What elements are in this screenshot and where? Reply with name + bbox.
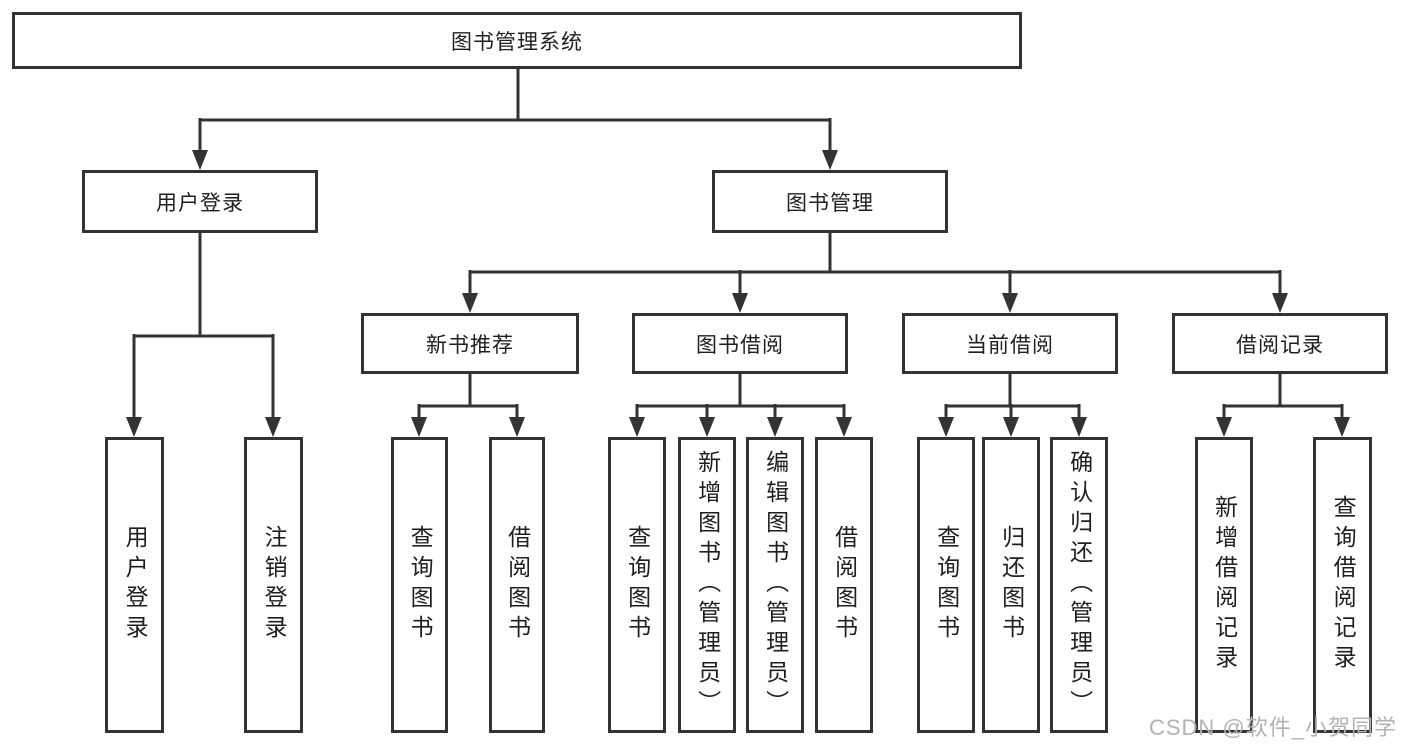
node-book-management: 图书管理 — [712, 170, 948, 233]
leaf-edit-books-admin-label: 编辑图书（管理员） — [762, 450, 789, 720]
node-library-system: 图书管理系统 — [12, 12, 1022, 69]
node-user-login-label: 用户登录 — [156, 191, 244, 215]
edges-root — [192, 69, 838, 170]
csdn-watermark: CSDN @软件_小贺同学 — [1148, 715, 1397, 740]
node-current-borrow: 当前借阅 — [902, 313, 1118, 374]
node-library-system-label: 图书管理系统 — [451, 30, 583, 54]
leaf-add-borrow-record-label: 新增借阅记录 — [1211, 495, 1238, 675]
node-borrow-records: 借阅记录 — [1172, 313, 1388, 374]
leaf-add-books-admin: 新增图书（管理员） — [678, 437, 736, 733]
node-current-borrow-label: 当前借阅 — [966, 333, 1054, 357]
node-new-book-recommend-label: 新书推荐 — [426, 333, 514, 357]
leaf-user-login: 用户登录 — [105, 437, 164, 733]
leaf-recommend-borrow-books-label: 借阅图书 — [504, 525, 531, 645]
edges-book-management — [462, 233, 1288, 313]
leaf-edit-books-admin: 编辑图书（管理员） — [746, 437, 804, 733]
leaf-recommend-query-books: 查询图书 — [391, 437, 448, 733]
leaf-confirm-return-admin: 确认归还（管理员） — [1050, 437, 1108, 733]
leaf-user-login-label: 用户登录 — [122, 525, 149, 645]
edges-new-book-recommend — [411, 374, 525, 437]
leaf-return-books-label: 归还图书 — [998, 525, 1025, 645]
edges-user-login — [126, 233, 281, 437]
leaf-confirm-return-admin-label: 确认归还（管理员） — [1066, 450, 1093, 720]
leaf-recommend-query-books-label: 查询图书 — [407, 525, 434, 645]
node-book-management-label: 图书管理 — [786, 191, 874, 215]
leaf-query-borrow-record: 查询借阅记录 — [1313, 437, 1372, 733]
leaf-logout-label: 注销登录 — [261, 525, 288, 645]
leaf-current-query-books-label: 查询图书 — [933, 525, 960, 645]
edges-book-borrow — [629, 374, 852, 437]
leaf-borrow-books: 借阅图书 — [815, 437, 873, 733]
edges-borrow-records — [1216, 374, 1350, 437]
leaf-logout: 注销登录 — [244, 437, 303, 733]
leaf-add-books-admin-label: 新增图书（管理员） — [694, 450, 721, 720]
leaf-return-books: 归还图书 — [982, 437, 1040, 733]
leaf-borrow-query-books: 查询图书 — [608, 437, 666, 733]
leaf-query-borrow-record-label: 查询借阅记录 — [1330, 495, 1357, 675]
node-book-borrow-label: 图书借阅 — [696, 333, 784, 357]
node-borrow-records-label: 借阅记录 — [1236, 333, 1324, 357]
leaf-recommend-borrow-books: 借阅图书 — [489, 437, 545, 733]
node-book-borrow: 图书借阅 — [632, 313, 848, 374]
leaf-current-query-books: 查询图书 — [917, 437, 975, 733]
leaf-borrow-query-books-label: 查询图书 — [624, 525, 651, 645]
node-new-book-recommend: 新书推荐 — [361, 313, 579, 374]
node-user-login: 用户登录 — [82, 170, 318, 233]
edges-current-borrow — [938, 374, 1087, 437]
leaf-add-borrow-record: 新增借阅记录 — [1195, 437, 1253, 733]
leaf-borrow-books-label: 借阅图书 — [831, 525, 858, 645]
